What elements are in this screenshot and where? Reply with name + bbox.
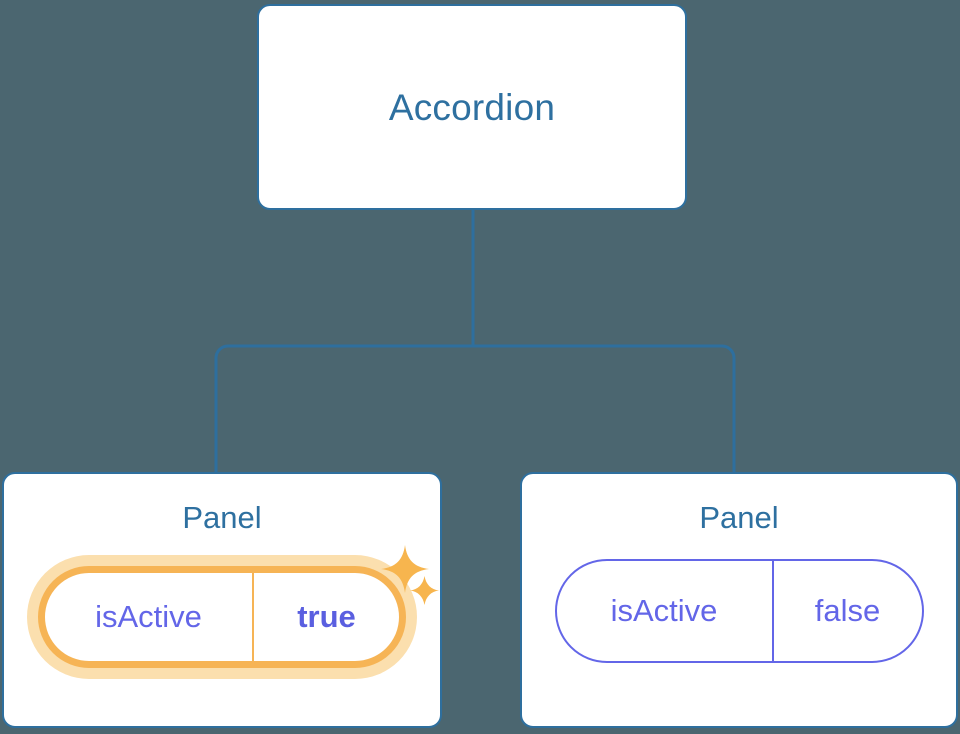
- prop-pill-right[interactable]: isActive false: [554, 559, 924, 663]
- node-panel-right[interactable]: Panel isActive false: [520, 472, 958, 728]
- prop-pill-right-wrapper: isActive false: [554, 559, 924, 663]
- node-panel-left-label: Panel: [182, 500, 262, 535]
- node-accordion-label: Accordion: [388, 86, 556, 128]
- prop-key-left: isActive: [95, 599, 202, 634]
- node-accordion[interactable]: Accordion: [257, 4, 687, 210]
- prop-pill-left-glow: isActive true: [27, 555, 417, 679]
- node-panel-right-label: Panel: [699, 500, 779, 535]
- prop-pill-left[interactable]: isActive true: [38, 566, 406, 668]
- edge-to-panel-right: [473, 344, 736, 472]
- edge-to-panel-left: [214, 344, 473, 472]
- node-panel-left[interactable]: Panel isActive true: [2, 472, 442, 728]
- prop-key-right: isActive: [610, 593, 718, 628]
- prop-value-right: false: [771, 561, 922, 661]
- prop-value-left: true: [252, 573, 399, 661]
- prop-pill-left-wrapper: isActive true: [27, 555, 417, 679]
